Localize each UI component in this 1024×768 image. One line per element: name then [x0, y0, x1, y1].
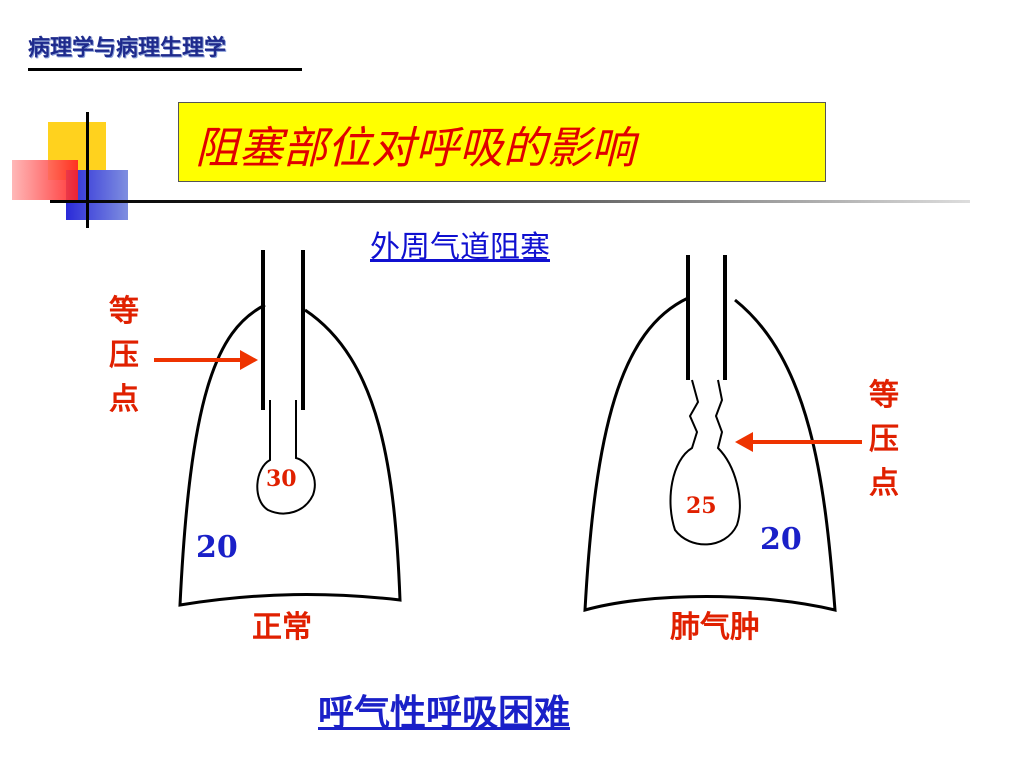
right-lung — [583, 296, 837, 613]
left-arrow — [154, 350, 258, 370]
left-inner-pressure: 30 — [266, 466, 297, 492]
title-box — [178, 102, 826, 182]
conclusion-link[interactable]: 呼气性呼吸困难 — [318, 693, 571, 734]
slide-title: 阻塞部位对呼吸的影响 — [195, 123, 635, 174]
right-lung-outline — [583, 296, 837, 613]
right-arrow — [735, 432, 862, 452]
left-equal-pressure-label: 等 压 点 — [109, 294, 139, 417]
right-inner-pressure: 25 — [686, 493, 717, 519]
header-underline — [28, 68, 302, 71]
right-equal-pressure-label: 等 压 点 — [869, 378, 899, 501]
left-lung-outline — [178, 303, 402, 607]
left-caption: 正常 — [252, 610, 312, 645]
decor-logo — [0, 0, 970, 240]
course-header: 病理学与病理生理学 — [28, 36, 227, 61]
left-airway — [256, 250, 316, 515]
decor-hline — [50, 200, 970, 203]
right-airway — [669, 255, 741, 546]
right-outer-pressure: 20 — [760, 522, 802, 557]
decor-red-square — [12, 160, 78, 200]
right-caption: 肺气肿 — [670, 610, 760, 645]
left-outer-pressure: 20 — [196, 530, 238, 565]
subtitle-link[interactable]: 外周气道阻塞 — [370, 230, 550, 265]
left-lung — [178, 303, 402, 607]
decor-vline — [86, 112, 89, 228]
